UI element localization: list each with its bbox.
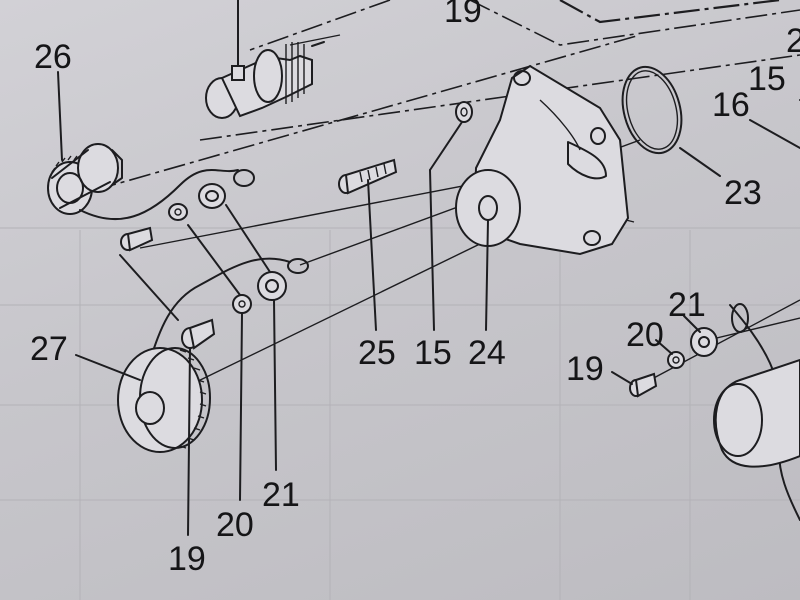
part-25-long-screw [338, 158, 398, 195]
part-15-washer [455, 101, 473, 123]
callout-24: 24 [468, 334, 506, 372]
callout-26: 26 [34, 38, 72, 76]
leader-lines [57, 71, 800, 536]
callout-25: 25 [358, 334, 396, 372]
left-hardware-stack [120, 183, 287, 350]
callout-20-bottom: 20 [216, 506, 254, 544]
part-24-housing [455, 64, 635, 256]
callout-27: 27 [30, 330, 68, 368]
callout-16: 16 [712, 86, 750, 124]
callout-15-right: 15 [748, 60, 786, 98]
callout-15-mid: 15 [414, 334, 452, 372]
receptacle-housing [205, 0, 325, 119]
callout-23: 23 [724, 174, 762, 212]
part-23-o-ring [621, 65, 683, 155]
callout-20-right: 20 [626, 316, 664, 354]
callout-21-bottom: 21 [262, 476, 300, 514]
callout-19-bottom: 19 [168, 540, 206, 578]
callout-19-top: 19 [444, 0, 482, 30]
right-hardware-stack [629, 327, 800, 468]
callout-2-partial: 2 [786, 22, 800, 60]
part-26-connector-plug [47, 143, 123, 215]
callout-19-right: 19 [566, 350, 604, 388]
callout-21-right: 21 [668, 286, 706, 324]
part-27-knurled-cap [117, 347, 211, 453]
callout-labels: 26 19 27 19 20 21 25 15 24 23 16 15 2 21… [30, 0, 800, 578]
